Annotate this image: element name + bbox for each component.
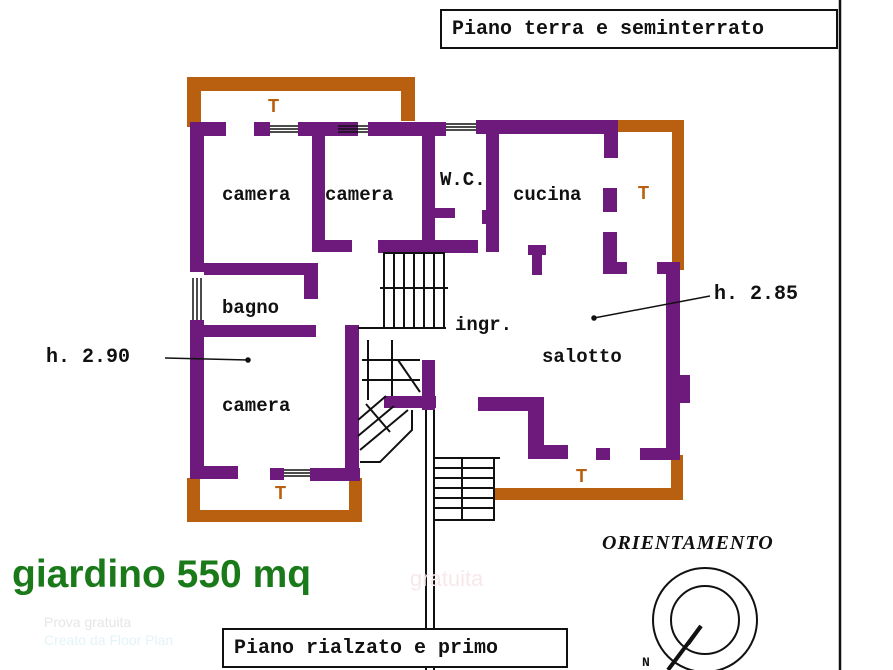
floor-title-bottom: Piano rialzato e primo [222,628,568,668]
room-label-wc: W.C. [440,169,486,191]
height-label-right: h. 2.85 [714,283,799,306]
garden-area-label: giardino 550 mq [12,553,312,596]
terrace-marker-top-left: T [268,96,279,116]
room-label-salotto: salotto [542,346,622,368]
room-label-ingresso: ingr. [455,314,513,336]
height-leaders [164,295,711,363]
room-label-camera-top-mid: camera [325,184,394,206]
room-label-cucina: cucina [513,184,582,206]
floor-title-top: Piano terra e seminterrato [440,9,838,49]
interior-walls [190,120,690,481]
floor-title-top-text: Piano terra e seminterrato [452,17,765,41]
room-label-bagno: bagno [222,297,280,319]
height-label-left: h. 2.90 [46,346,131,369]
floor-title-bottom-text: Piano rialzato e primo [234,636,499,660]
watermark-line2: Creato da Floor Plan [44,632,174,648]
north-marker: N [642,655,650,670]
room-label-camera-top-left: camera [222,184,291,206]
terrace-marker-top-right: T [638,183,649,203]
windows [192,123,476,477]
orientation-label: ORIENTAMENTO [602,532,774,554]
terrace-walls [187,77,684,522]
compass-icon [652,567,758,670]
terrace-marker-bottom-left: T [275,483,286,503]
terrace-marker-bottom-right: T [576,466,587,486]
watermark-mid: gratuita [410,566,484,591]
room-label-camera-bottom: camera [222,395,291,417]
watermark-line1: Prova gratuita [44,614,132,630]
staircases [357,252,500,670]
